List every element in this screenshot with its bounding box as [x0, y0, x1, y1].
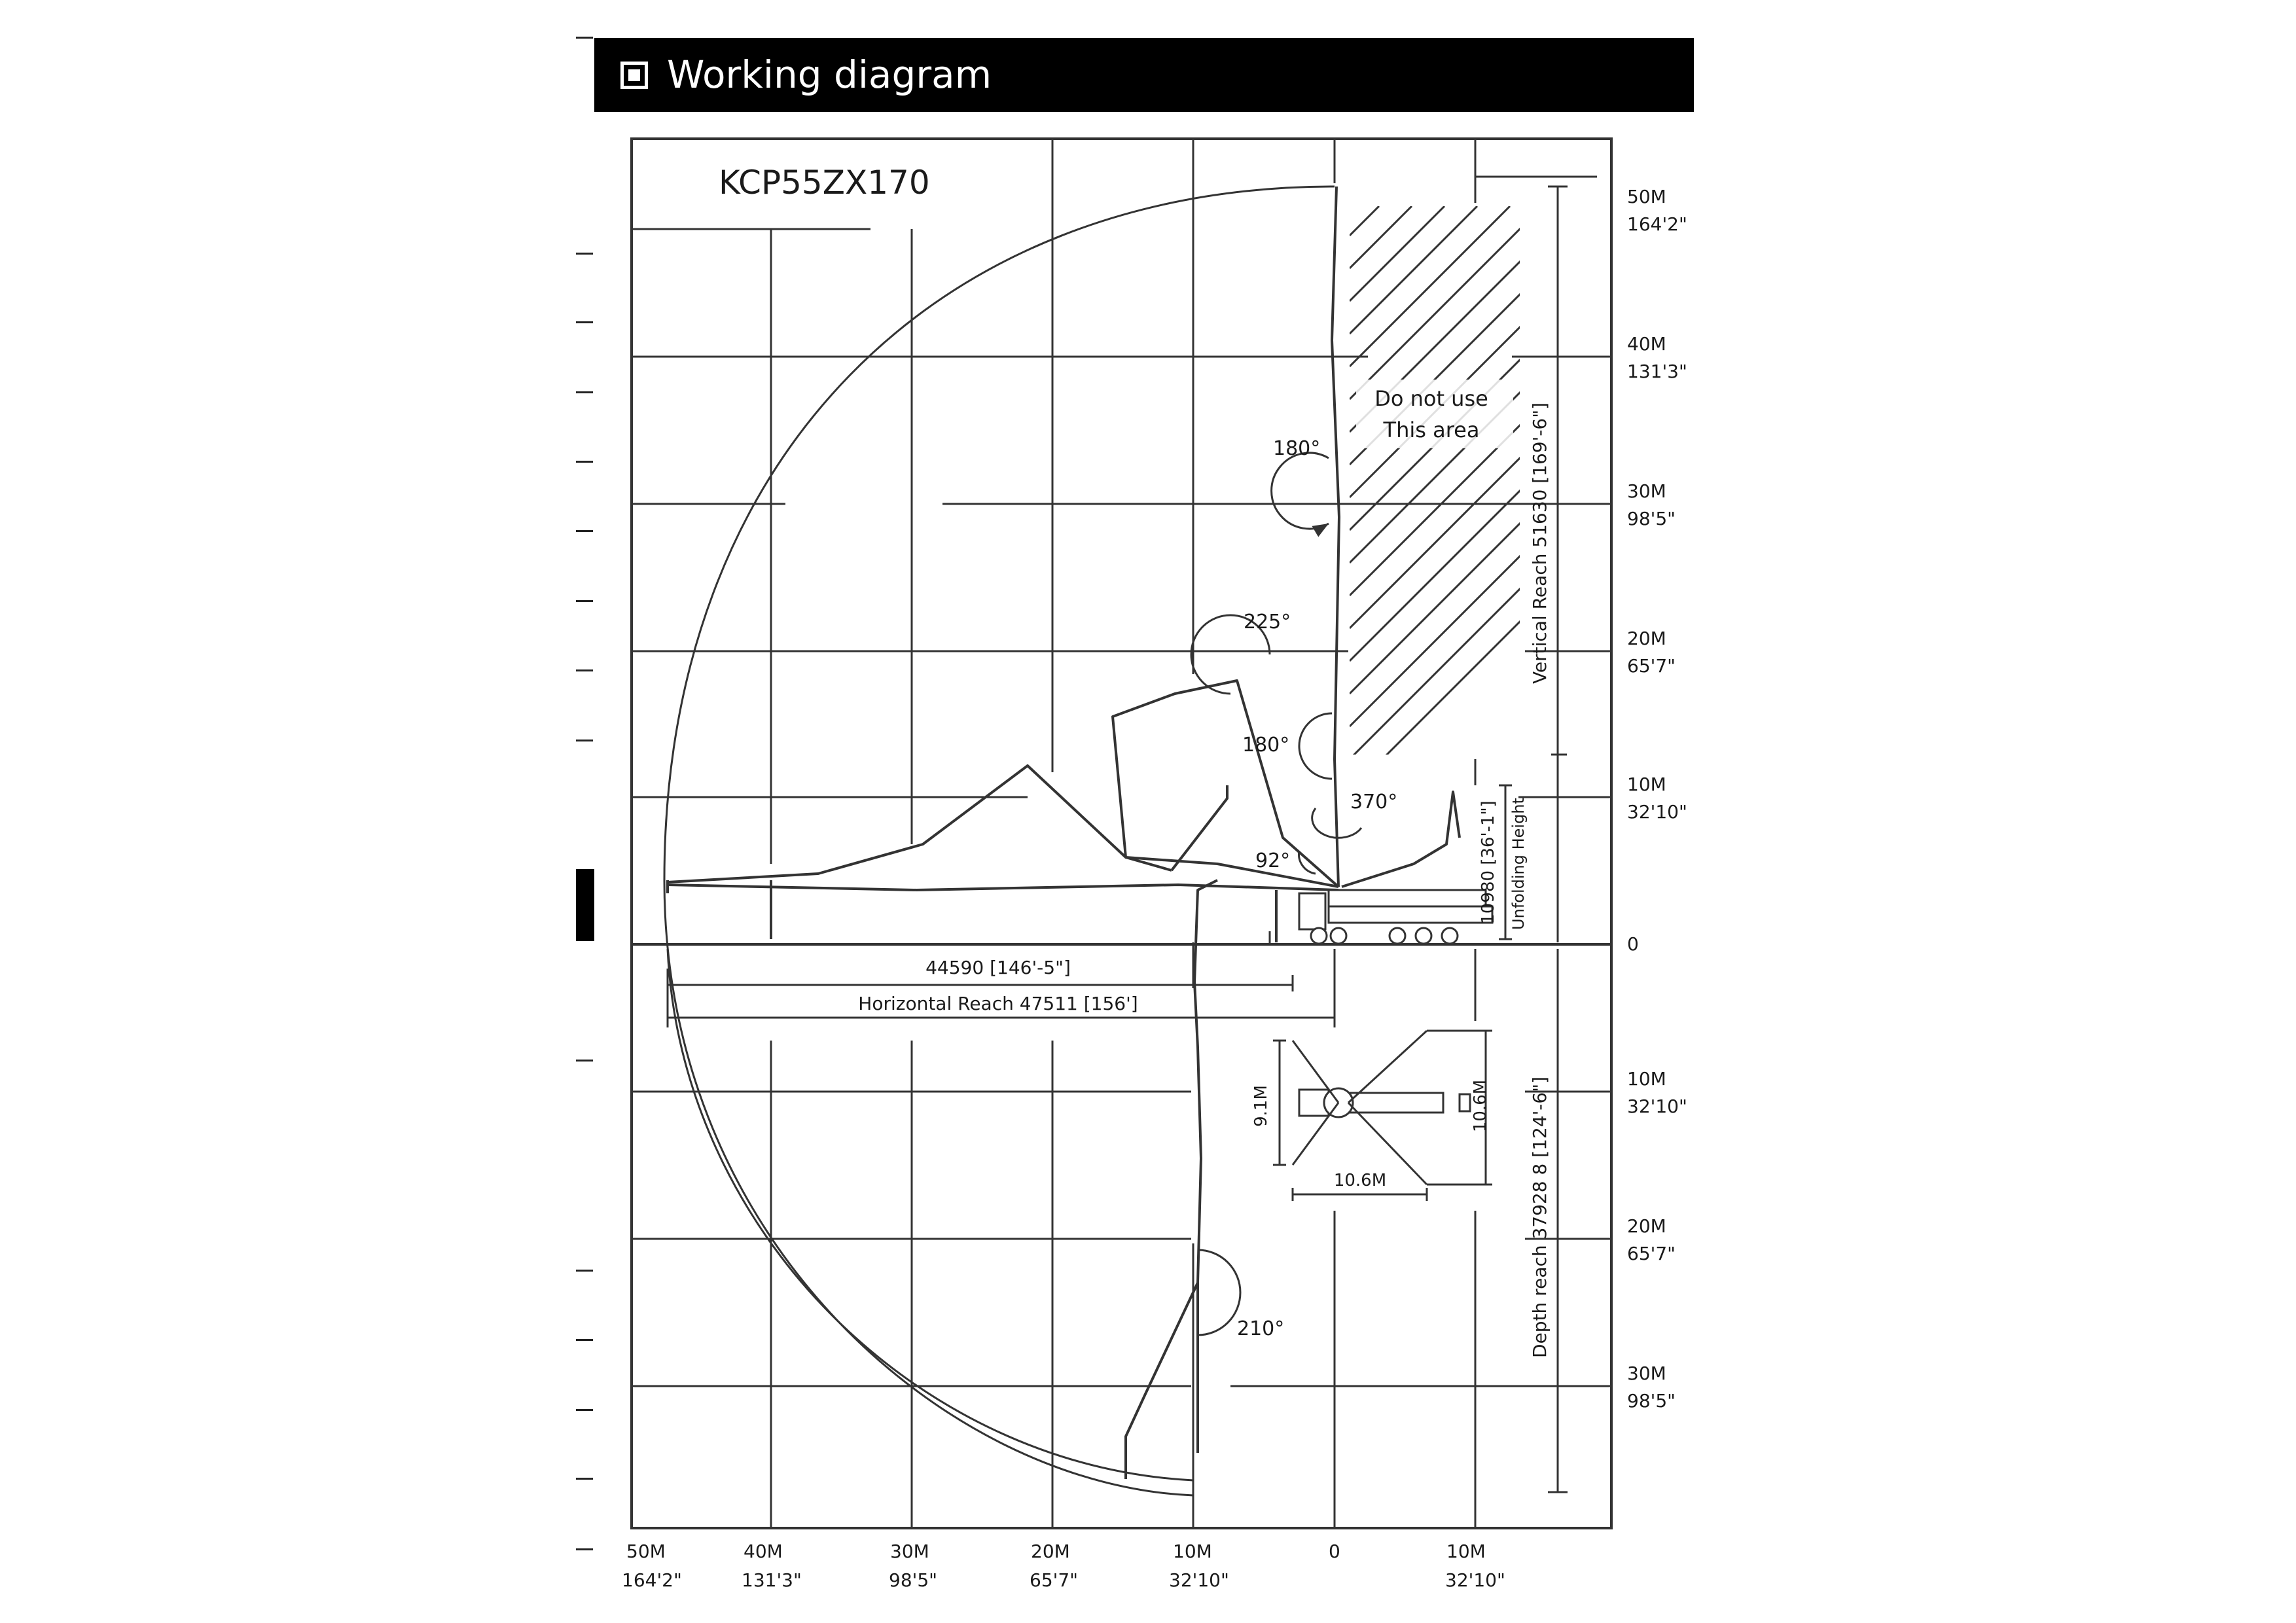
margin-tick — [576, 1548, 593, 1550]
margin-tick — [576, 37, 593, 39]
svg-text:20M: 20M — [1627, 628, 1666, 649]
svg-text:10M: 10M — [1627, 774, 1666, 795]
svg-text:40M: 40M — [744, 1541, 783, 1562]
svg-text:Horizontal Reach 47511 [156']: Horizontal Reach 47511 [156'] — [858, 993, 1138, 1014]
margin-bar — [576, 869, 594, 941]
margin-tick — [576, 530, 593, 532]
svg-text:Vertical Reach 51630 [169'-6"]: Vertical Reach 51630 [169'-6"] — [1529, 402, 1551, 684]
truck — [1298, 889, 1494, 945]
svg-text:KCP55ZX170: KCP55ZX170 — [719, 164, 930, 202]
svg-text:98'5": 98'5" — [1627, 508, 1676, 529]
svg-text:98'5": 98'5" — [1627, 1390, 1676, 1412]
right-axis: 50M 164'2" 40M 131'3" 30M 98'5" 20M 65'7" 10… — [1627, 186, 1687, 1412]
svg-text:40M: 40M — [1627, 333, 1666, 355]
margin-tick — [576, 461, 593, 463]
svg-text:20M: 20M — [1627, 1215, 1666, 1237]
reach-labels: 44590 [146'-5"] Horizontal Reach 47511 [… — [858, 402, 1551, 1358]
svg-text:32'10": 32'10" — [1169, 1569, 1229, 1591]
svg-text:Do not use: Do not use — [1374, 386, 1488, 411]
svg-text:10M: 10M — [1627, 1068, 1666, 1090]
bottom-axis: 50M 164'2" 40M 131'3" 30M 98'5" 20M 65'7" 10… — [622, 1541, 1505, 1591]
svg-text:65'7": 65'7" — [1627, 655, 1676, 677]
svg-text:32'10": 32'10" — [1445, 1569, 1505, 1591]
angle-arcs — [1190, 452, 1363, 1336]
svg-text:164'2": 164'2" — [622, 1569, 682, 1591]
boom-positions — [666, 186, 1461, 1479]
svg-text:Unfolding Height: Unfolding Height — [1509, 798, 1528, 930]
svg-text:98'5": 98'5" — [889, 1569, 937, 1591]
svg-text:0: 0 — [1329, 1541, 1340, 1562]
margin-tick — [576, 321, 593, 323]
svg-text:30M: 30M — [1627, 480, 1666, 502]
svg-text:44590 [146'-5"]: 44590 [146'-5"] — [925, 957, 1071, 978]
svg-text:131'3": 131'3" — [1627, 361, 1687, 382]
reach-envelope — [663, 185, 1335, 1497]
svg-text:370°: 370° — [1350, 791, 1397, 813]
svg-text:Depth reach 37928 8 [124'-6"]: Depth reach 37928 8 [124'-6"] — [1529, 1077, 1551, 1358]
margin-tick — [576, 1409, 593, 1411]
svg-text:92°: 92° — [1255, 849, 1290, 872]
svg-text:30M: 30M — [890, 1541, 929, 1562]
svg-text:0: 0 — [1627, 933, 1639, 955]
margin-tick — [576, 1270, 593, 1272]
svg-text:164'2": 164'2" — [1627, 213, 1687, 235]
square-bullet-icon — [620, 62, 648, 89]
margin-tick — [576, 740, 593, 741]
svg-text:10.6M: 10.6M — [1334, 1171, 1386, 1190]
svg-text:210°: 210° — [1237, 1317, 1284, 1340]
restricted-area-label: Do not use This area — [1374, 386, 1488, 442]
angle-labels: 180° 225° 180° 370° 92° 210° — [1237, 437, 1397, 1340]
svg-text:65'7": 65'7" — [1030, 1569, 1078, 1591]
outrigger-plan — [1273, 1029, 1492, 1201]
margin-tick — [576, 600, 593, 602]
margin-tick — [576, 391, 593, 393]
svg-text:50M: 50M — [1627, 186, 1666, 207]
dimension-lines — [666, 185, 1568, 1493]
svg-text:10980 [36'-1"]: 10980 [36'-1"] — [1479, 800, 1498, 924]
outrigger-labels: 9.1M 10.6M 10.6M — [1251, 1080, 1490, 1190]
margin-tick — [576, 1060, 593, 1061]
svg-text:10M: 10M — [1173, 1541, 1212, 1562]
model-label: KCP55ZX170 — [719, 164, 930, 202]
margin-tick — [576, 669, 593, 671]
svg-text:32'10": 32'10" — [1627, 1096, 1687, 1117]
svg-text:180°: 180° — [1242, 734, 1289, 757]
svg-text:9.1M: 9.1M — [1251, 1085, 1271, 1127]
svg-text:131'3": 131'3" — [742, 1569, 802, 1591]
svg-text:180°: 180° — [1273, 437, 1320, 460]
svg-text:225°: 225° — [1244, 611, 1291, 633]
section-header: Working diagram — [594, 38, 1694, 112]
grid — [630, 137, 1613, 1529]
margin-tick — [576, 253, 593, 255]
svg-text:10.6M: 10.6M — [1471, 1080, 1490, 1132]
margin-tick — [576, 1478, 593, 1480]
section-title: Working diagram — [667, 52, 992, 97]
svg-text:This area: This area — [1383, 418, 1480, 442]
svg-text:10M: 10M — [1446, 1541, 1486, 1562]
svg-text:50M: 50M — [626, 1541, 666, 1562]
svg-text:20M: 20M — [1031, 1541, 1070, 1562]
svg-text:30M: 30M — [1627, 1363, 1666, 1384]
svg-text:65'7": 65'7" — [1627, 1243, 1676, 1264]
margin-tick — [576, 1339, 593, 1341]
svg-text:32'10": 32'10" — [1627, 801, 1687, 823]
